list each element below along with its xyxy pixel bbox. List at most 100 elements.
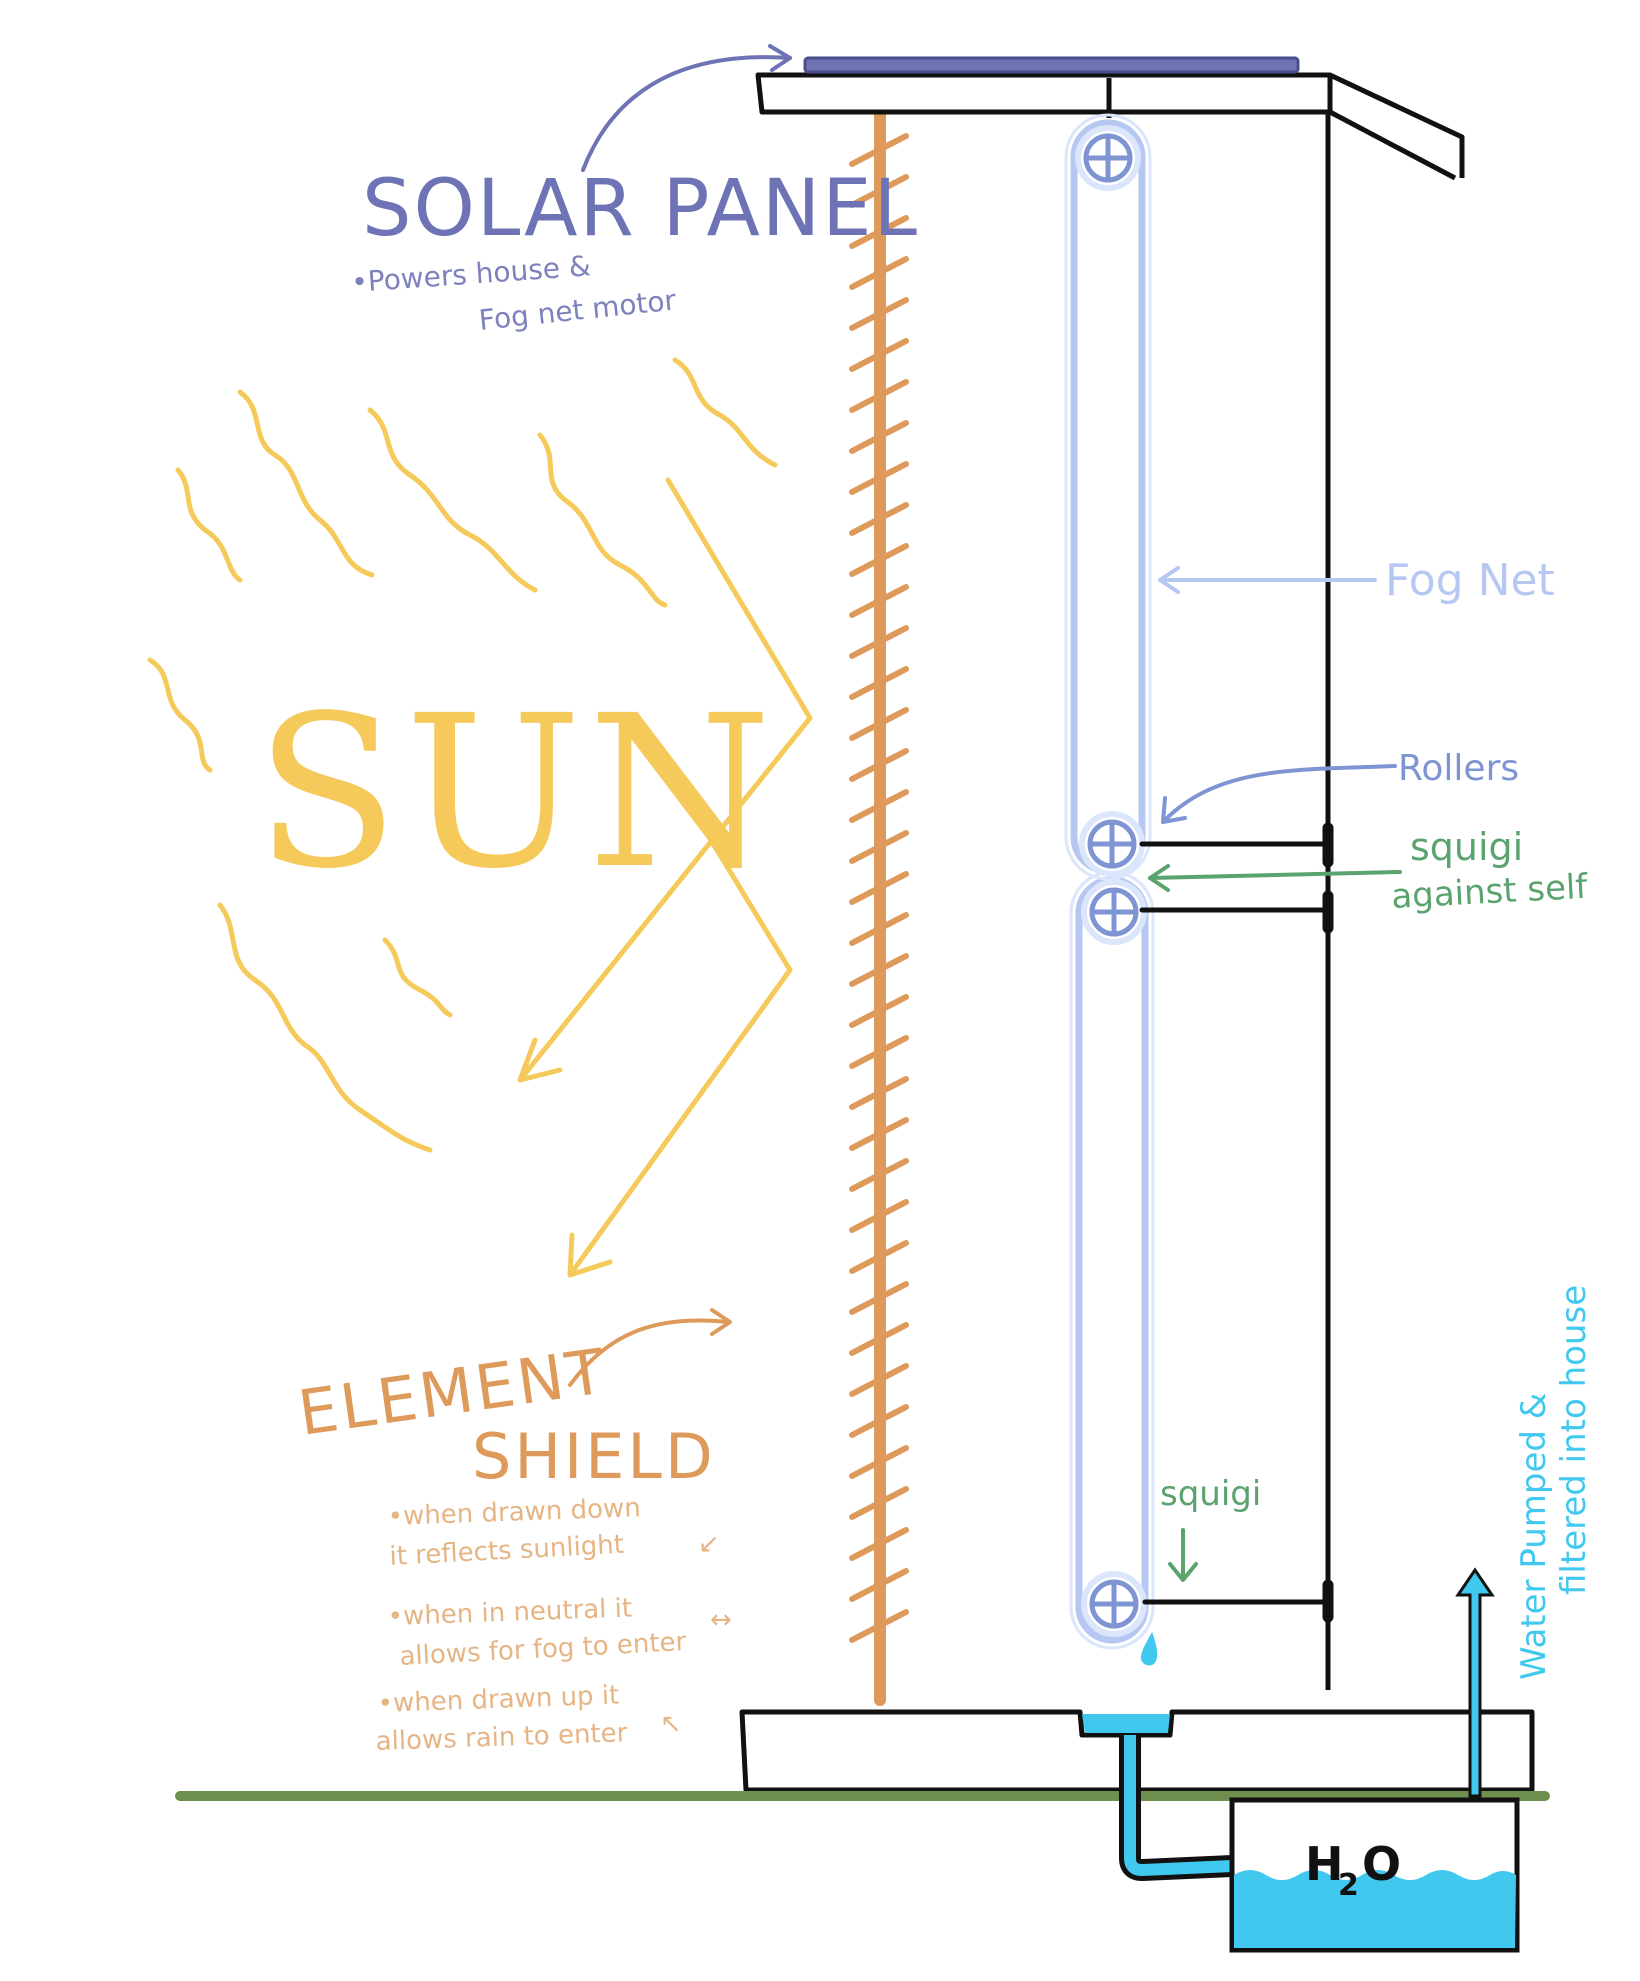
squigi-bottom-label: squigi xyxy=(1160,1474,1261,1514)
shield-slat xyxy=(849,1445,909,1479)
sun-ray-icon xyxy=(367,407,538,593)
shield-slat xyxy=(849,994,909,1028)
shield-slat xyxy=(849,707,909,741)
up-pipe xyxy=(1455,1567,1495,1798)
shield-slat xyxy=(849,1117,909,1151)
fog-net-label: Fog Net xyxy=(1385,555,1555,606)
shield-slat xyxy=(849,789,909,823)
water-pumped-line2: filtered into house xyxy=(1554,1285,1594,1595)
tank-label-sub: 2 xyxy=(1338,1868,1359,1903)
roller-icon xyxy=(1079,811,1145,877)
fog-net-lower xyxy=(1075,876,1149,1644)
shield-slat xyxy=(849,871,909,905)
collection-basin xyxy=(1082,1714,1170,1733)
shield-slat xyxy=(849,912,909,946)
sun-ray-icon xyxy=(537,432,668,608)
element-shield xyxy=(849,107,909,1706)
shield-slat xyxy=(849,420,909,454)
shield-slat xyxy=(849,666,909,700)
water-drop-icon xyxy=(1140,1632,1158,1666)
tank-water xyxy=(1234,1870,1516,1948)
shield-slat xyxy=(849,1527,909,1561)
arrow-icon xyxy=(568,1318,730,1387)
shield-slat xyxy=(849,297,909,331)
element-shield-title-line2: SHIELD xyxy=(472,1420,716,1493)
arrow-icon xyxy=(567,1232,613,1278)
roof-slab xyxy=(755,72,1333,115)
shield-slat xyxy=(849,379,909,413)
shield-slat xyxy=(849,953,909,987)
sun-ray-icon xyxy=(672,357,778,468)
shield-slat xyxy=(849,215,909,249)
sun-rays xyxy=(147,357,778,1153)
squigi-arms xyxy=(1139,822,1334,1623)
shield-slat xyxy=(849,1322,909,1356)
roller-icon xyxy=(1081,879,1147,945)
shield-note-1-line2: it reflects sunlight xyxy=(389,1530,625,1572)
reflected-ray xyxy=(567,737,793,1278)
shield-slat xyxy=(849,1404,909,1438)
squigi-top-label-line2: against self xyxy=(1390,867,1589,917)
shield-slat xyxy=(849,461,909,495)
tank-label: H 2 O xyxy=(1305,1837,1401,1903)
shield-slat xyxy=(849,830,909,864)
annotation-arrows xyxy=(568,44,1402,1582)
arrow-icon xyxy=(1148,870,1402,880)
shield-slat xyxy=(849,543,909,577)
shield-slat xyxy=(849,1609,909,1643)
shield-slat xyxy=(849,584,909,618)
element-shield-notes: •when drawn down it reflects sunlight ↙ … xyxy=(375,1493,732,1757)
fog-net-upper xyxy=(1070,119,1146,875)
shield-slat xyxy=(849,133,909,167)
roller-icon xyxy=(1075,125,1141,191)
shield-note-3-arrow: ↖ xyxy=(660,1709,682,1739)
rollers-label: Rollers xyxy=(1398,748,1519,789)
sun-ray-icon xyxy=(382,937,453,1018)
shield-slat xyxy=(849,748,909,782)
shield-slat xyxy=(849,174,909,208)
shield-slat xyxy=(849,1486,909,1520)
water-system xyxy=(1082,1567,1520,1953)
shield-slat xyxy=(849,1363,909,1397)
shield-note-3-line2: allows rain to enter xyxy=(375,1718,628,1757)
solar-panel xyxy=(803,56,1300,74)
sun-ray-icon xyxy=(237,389,375,578)
sun-title: SUN xyxy=(255,670,778,915)
tank-label-h: H xyxy=(1305,1837,1344,1891)
shield-note-2-line1: •when in neutral it xyxy=(387,1593,632,1632)
arrow-icon xyxy=(1163,764,1397,822)
rollers xyxy=(1075,125,1147,1637)
shield-note-2-arrow: ↔ xyxy=(710,1605,732,1635)
roller-icon xyxy=(1081,1571,1147,1637)
incoming-ray xyxy=(517,477,813,1083)
shield-slat xyxy=(849,1158,909,1192)
shield-slat xyxy=(849,338,909,372)
shield-note-1-arrow: ↙ xyxy=(698,1529,720,1559)
sun-ray-arrows xyxy=(517,477,813,1278)
sun-ray-icon xyxy=(147,657,213,773)
sun-ray-icon xyxy=(217,902,433,1153)
shield-slat xyxy=(849,1199,909,1233)
shield-note-1-line1: •when drawn down xyxy=(387,1493,641,1532)
water-pumped-line1: Water Pumped & xyxy=(1514,1393,1554,1680)
shield-slat xyxy=(849,502,909,536)
solar-panel-note-line2: Fog net motor xyxy=(477,283,678,337)
shield-slat xyxy=(849,1281,909,1315)
shield-note-2-line2: allows for fog to enter xyxy=(399,1627,687,1672)
roof-line xyxy=(1328,72,1465,178)
shield-slat xyxy=(849,625,909,659)
shield-slat xyxy=(849,1035,909,1069)
shield-slat xyxy=(849,1568,909,1602)
solar-panel-title: SOLAR PANEL xyxy=(362,164,919,254)
shield-note-3-line1: •when drawn up it xyxy=(377,1681,620,1719)
shield-slat xyxy=(849,256,909,290)
solar-panel-note-line1: •Powers house & xyxy=(350,249,592,299)
arrow-icon xyxy=(517,1037,563,1083)
squigi-top-label-line1: squigi xyxy=(1410,825,1523,869)
sun-ray-icon xyxy=(175,467,243,583)
shield-slat xyxy=(849,1076,909,1110)
tank-label-o: O xyxy=(1362,1837,1401,1891)
arrow-icon xyxy=(581,55,792,172)
shield-slat xyxy=(849,1240,909,1274)
